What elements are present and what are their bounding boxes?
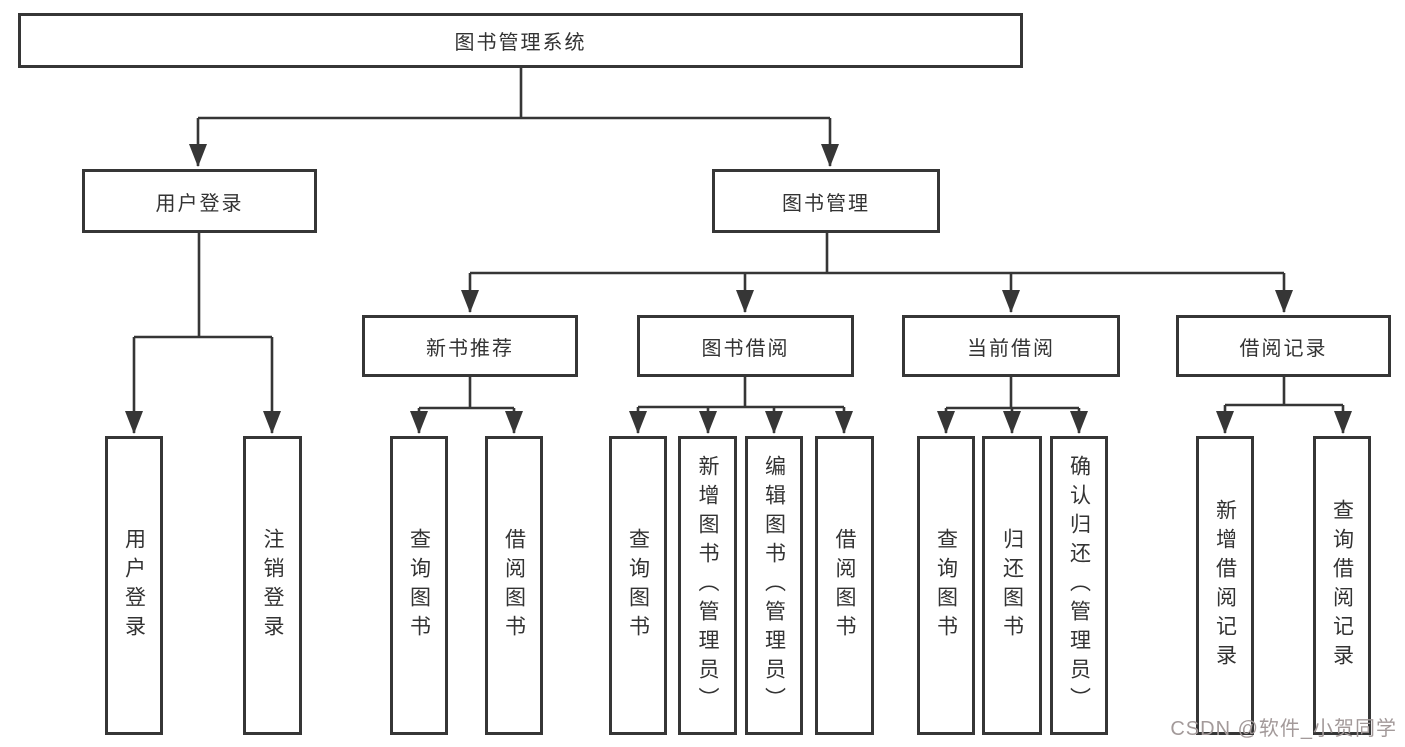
leaf-borrow-query: 查询图书 [609,436,667,735]
leaf-records-query: 查询借阅记录 [1313,436,1371,735]
node-root: 图书管理系统 [18,13,1023,68]
node-label: 查询图书 [626,527,650,644]
node-book-management: 图书管理 [712,169,940,233]
csdn-watermark: CSDN @软件_小贺同学 [1170,718,1397,740]
node-new-book-recommend: 新书推荐 [362,315,578,377]
node-label: 图书管理 [782,192,870,215]
node-label: 图书借阅 [701,337,790,360]
leaf-borrow-borrow: 借阅图书 [815,436,874,735]
node-label: 借阅图书 [502,527,526,644]
node-label: 用户登录 [155,192,244,215]
node-label: 用户登录 [122,527,146,644]
node-label: 确认归还（管理员） [1067,455,1091,716]
leaf-newbooks-query: 查询图书 [390,436,448,735]
leaf-borrow-add-admin: 新增图书（管理员） [678,436,737,735]
node-label: 归还图书 [1000,527,1024,644]
node-label: 新增图书（管理员） [696,455,719,716]
leaf-current-confirm-admin: 确认归还（管理员） [1050,436,1108,735]
node-label: 注销登录 [261,527,284,644]
node-user-login: 用户登录 [82,169,317,233]
node-label: 借阅记录 [1239,337,1328,360]
node-label: 查询图书 [407,527,431,644]
node-book-borrow: 图书借阅 [637,315,854,377]
node-label: 当前借阅 [967,337,1055,360]
node-borrow-records: 借阅记录 [1176,315,1391,377]
leaf-current-query: 查询图书 [917,436,975,735]
leaf-user-login: 用户登录 [105,436,163,735]
node-label: 图书管理系统 [454,32,587,54]
leaf-logout: 注销登录 [243,436,302,735]
leaf-records-add: 新增借阅记录 [1196,436,1254,735]
node-label: 新书推荐 [426,337,514,360]
leaf-current-return: 归还图书 [982,436,1042,735]
node-label: 新增借阅记录 [1213,498,1237,673]
leaf-borrow-edit-admin: 编辑图书（管理员） [745,436,803,735]
node-label: 查询图书 [934,527,958,644]
node-current-borrow: 当前借阅 [902,315,1120,377]
node-label: 查询借阅记录 [1330,498,1354,673]
leaf-newbooks-borrow: 借阅图书 [485,436,543,735]
connector-segments [134,68,1343,410]
node-label: 编辑图书（管理员） [762,455,786,716]
node-label: 借阅图书 [833,527,856,644]
